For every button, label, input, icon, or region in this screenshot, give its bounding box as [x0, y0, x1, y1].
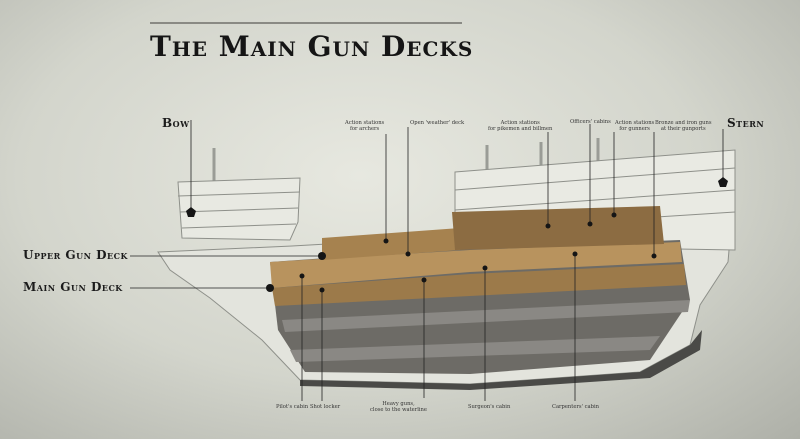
marker-upper-deck: [318, 252, 326, 260]
marker-bow: [186, 207, 196, 217]
cutaway-interior: [270, 206, 690, 374]
label-stern: Stern: [727, 116, 765, 130]
marker-stern: [718, 177, 728, 187]
annotation-officers: Officers' cabins: [570, 119, 611, 125]
annotation-shot-locker: Shot locker: [310, 404, 341, 410]
label-main-gun-deck: Main Gun Deck: [23, 280, 123, 294]
marker-main-deck: [266, 284, 274, 292]
annotation-pikemen: Action stations for pikemen and billmen: [488, 120, 553, 132]
title-rule: [150, 22, 462, 24]
annotation-gunners: Action stations for gunners: [615, 120, 655, 132]
annotation-heavy-guns: Heavy guns, close to the waterline: [370, 401, 427, 413]
marker-dots: [186, 177, 728, 293]
forecastle: [177, 177, 301, 241]
annotation-weather-deck: Open 'weather' deck: [410, 120, 465, 126]
label-upper-gun-deck: Upper Gun Deck: [23, 248, 128, 262]
annotation-pilot: Pilot's cabin: [276, 404, 309, 410]
leader-lines: [130, 120, 724, 401]
keel: [300, 330, 702, 390]
annotation-archers: Action stations for archers: [345, 120, 385, 132]
annotation-bronze-guns: Bronze and iron guns at their gunports: [655, 120, 712, 132]
label-bow: Bow: [162, 116, 190, 130]
annotation-surgeon: Surgeon's cabin: [468, 404, 511, 410]
page-title: The Main Gun Decks: [150, 30, 474, 63]
annotation-carpenter: Carpenters' cabin: [552, 404, 599, 410]
